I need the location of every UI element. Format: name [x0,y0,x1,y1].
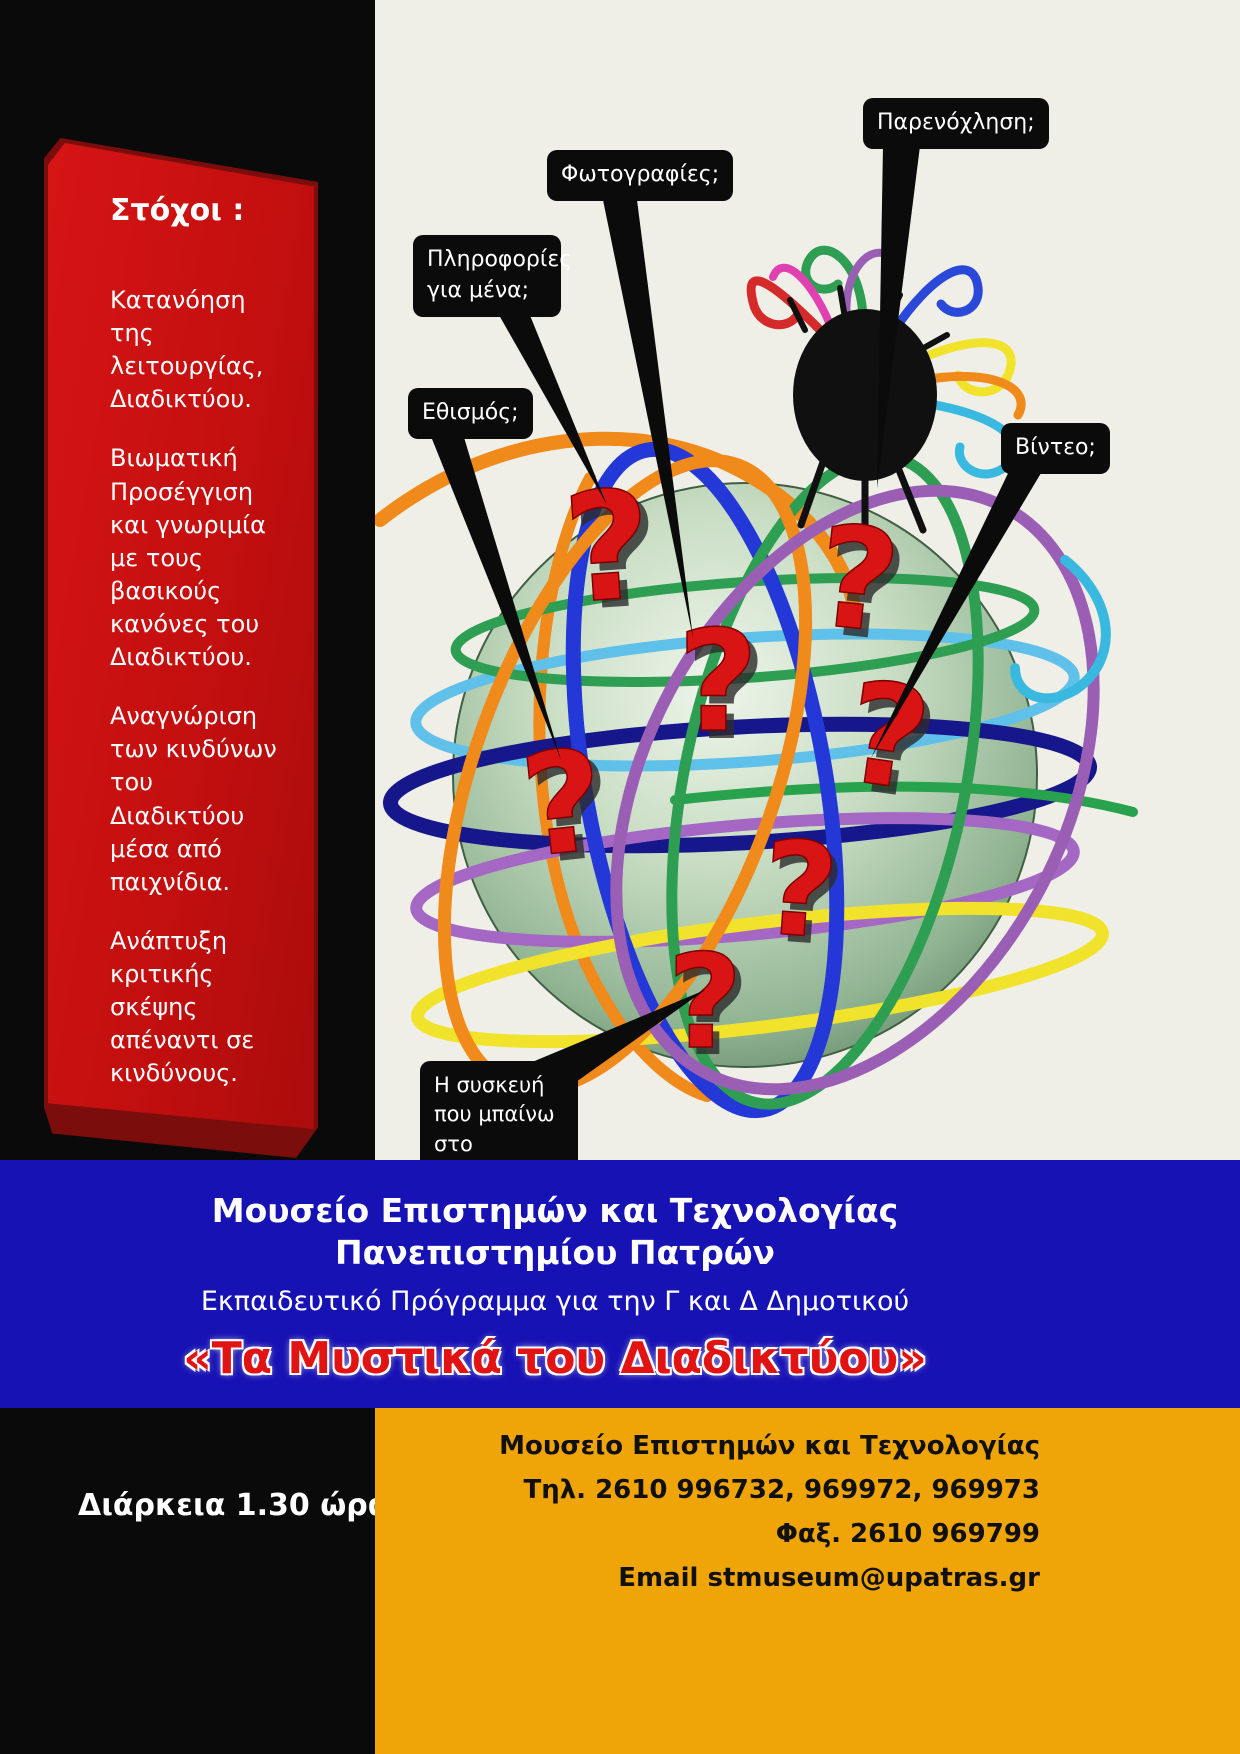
duration-text: Διάρκεια 1.30 ώρα [78,1488,389,1523]
contact-fax: Φαξ. 2610 969799 [775,1519,1040,1549]
contact-phone: Τηλ. 2610 996732, 969972, 969973 [523,1475,1040,1505]
question-mark: ? ? [514,718,621,897]
goals-ribbon: Στόχοι : Κατανόηση της λειτουργίας, Διαδ… [48,143,314,1130]
internet-globe-illustration: ? ? ? ? ? ? ? ? ? ? [375,146,1138,1119]
contact-museum-name: Μουσείο Επιστημών και Τεχνολογίας [499,1431,1040,1461]
question-mark-glyph: ? [514,719,612,890]
question-mark-glyph: ? [559,458,658,638]
question-mark: ? ? [808,494,914,675]
museum-title-line2: Πανεπιστημίου Πατρών [334,1233,776,1273]
goal-item: Ανάπτυξη κριτικής σκέψης απέναντι σε κιν… [110,926,255,1088]
orbit-ribbons [375,431,1138,1119]
question-mark-shadow: ? [763,819,849,976]
callout-addiction: Εθισμός; [408,388,533,439]
museum-title-line1: Μουσείο Επιστημών και Τεχνολογίας [211,1191,899,1230]
callout-tail-addiction [430,434,561,760]
question-mark-glyph: ? [757,812,843,969]
question-mark-shadow: ? [523,726,621,897]
callout-video: Βίντεο; [1001,423,1110,474]
callout-tail-harassment [877,146,920,488]
callout-tail-video [871,463,1047,758]
callout-photos: Φωτογραφίες; [547,150,734,201]
museum-banner: Μουσείο Επιστημών και Τεχνολογίας Πανεπι… [0,1160,1240,1408]
callout-device: Η συσκευή που μπαίνω στο Διαδίκτυο; [420,1061,578,1160]
callout-tail-info [495,308,607,505]
contact-email: Email stmuseum@upatras.gr [618,1563,1040,1593]
goal-item: Βιωματική Προσέγγιση και γνωριμία με του… [110,444,266,672]
question-mark-shadow: ? [567,466,666,646]
callout-tail-photos [603,200,693,638]
museum-banner-content: Μουσείο Επιστημών και Τεχνολογίας Πανεπι… [0,1160,1240,1384]
goal-item: Αναγνώριση των κινδύνων του Διαδικτύου μ… [110,702,277,896]
question-marks: ? ? ? ? ? ? ? ? ? ? [514,457,946,1085]
question-mark: ? ? [756,811,849,976]
callout-tails [430,146,1047,1092]
question-mark: ? ? [558,457,666,646]
goal-item: Κατανόηση της λειτουργίας, Διαδικτύου. [110,286,264,414]
question-mark-shadow: ? [674,933,749,1085]
question-mark-glyph: ? [677,601,758,764]
callout-harassment: Παρενόχληση; [863,98,1049,149]
callout-info: Πληροφορίες για μένα; [413,235,572,317]
question-mark-shadow: ? [685,609,766,772]
question-mark: ? ? [677,600,767,772]
contact-block: Μουσείο Επιστημών και Τεχνολογίας Τηλ. 2… [375,1408,1240,1754]
question-mark-shadow: ? [816,504,914,675]
program-subtitle: Εκπαιδευτικό Πρόγραμμα για την Γ και Δ Δ… [200,1286,910,1318]
program-title: «Τα Μυστικά του Διαδικτύου» [183,1333,927,1385]
question-mark-glyph: ? [809,495,907,666]
goals-heading: Στόχοι : [110,193,245,228]
goals-content: Στόχοι : Κατανόηση της λειτουργίας, Διαδ… [48,143,314,1090]
illustration-area: ? ? ? ? ? ? ? ? ? ? [375,0,1240,1160]
